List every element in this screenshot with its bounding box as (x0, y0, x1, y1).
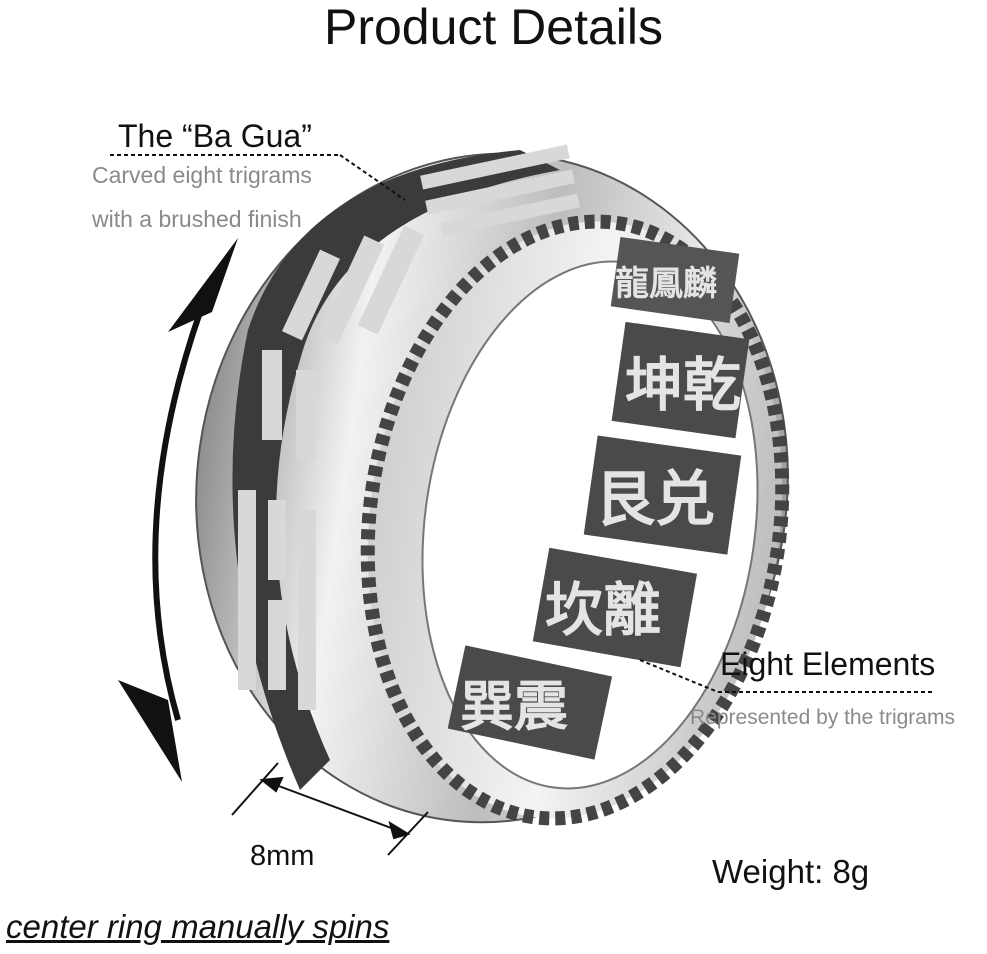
page-title: Product Details (323, 0, 664, 55)
elements-title: Eight Elements (720, 646, 936, 682)
width-dimension (231, 762, 429, 856)
dim-arrow-left-icon (259, 776, 284, 793)
spin-arrow (118, 238, 238, 782)
callouts (110, 154, 935, 693)
bagua-title: The “Ba Gua” (118, 118, 312, 154)
spin-note: center ring manually spins (6, 908, 390, 945)
engraving-text: 坤乾 (625, 351, 741, 419)
engraving-text: 坎離 (545, 576, 661, 644)
engraving-text: 龍鳳麟 (615, 264, 717, 304)
dim-arrow-right-icon (388, 820, 411, 840)
arrow-head-down-icon (118, 680, 182, 782)
inner-engraving: 龍鳳麟 坤乾 艮兑 坎離 巽震 (447, 236, 750, 760)
engraving-text: 巽震 (460, 675, 569, 738)
bagua-description-line1: Carved eight trigrams (92, 162, 312, 188)
trigram-bars (238, 144, 580, 710)
weight-label: Weight: 8g (712, 853, 870, 890)
bagua-description-line2: with a brushed finish (92, 206, 302, 232)
width-label: 8mm (250, 840, 315, 872)
elements-subtitle: Represented by the trigrams (690, 706, 955, 729)
engraving-text: 艮兑 (595, 465, 715, 535)
arrow-head-up-icon (168, 238, 238, 332)
